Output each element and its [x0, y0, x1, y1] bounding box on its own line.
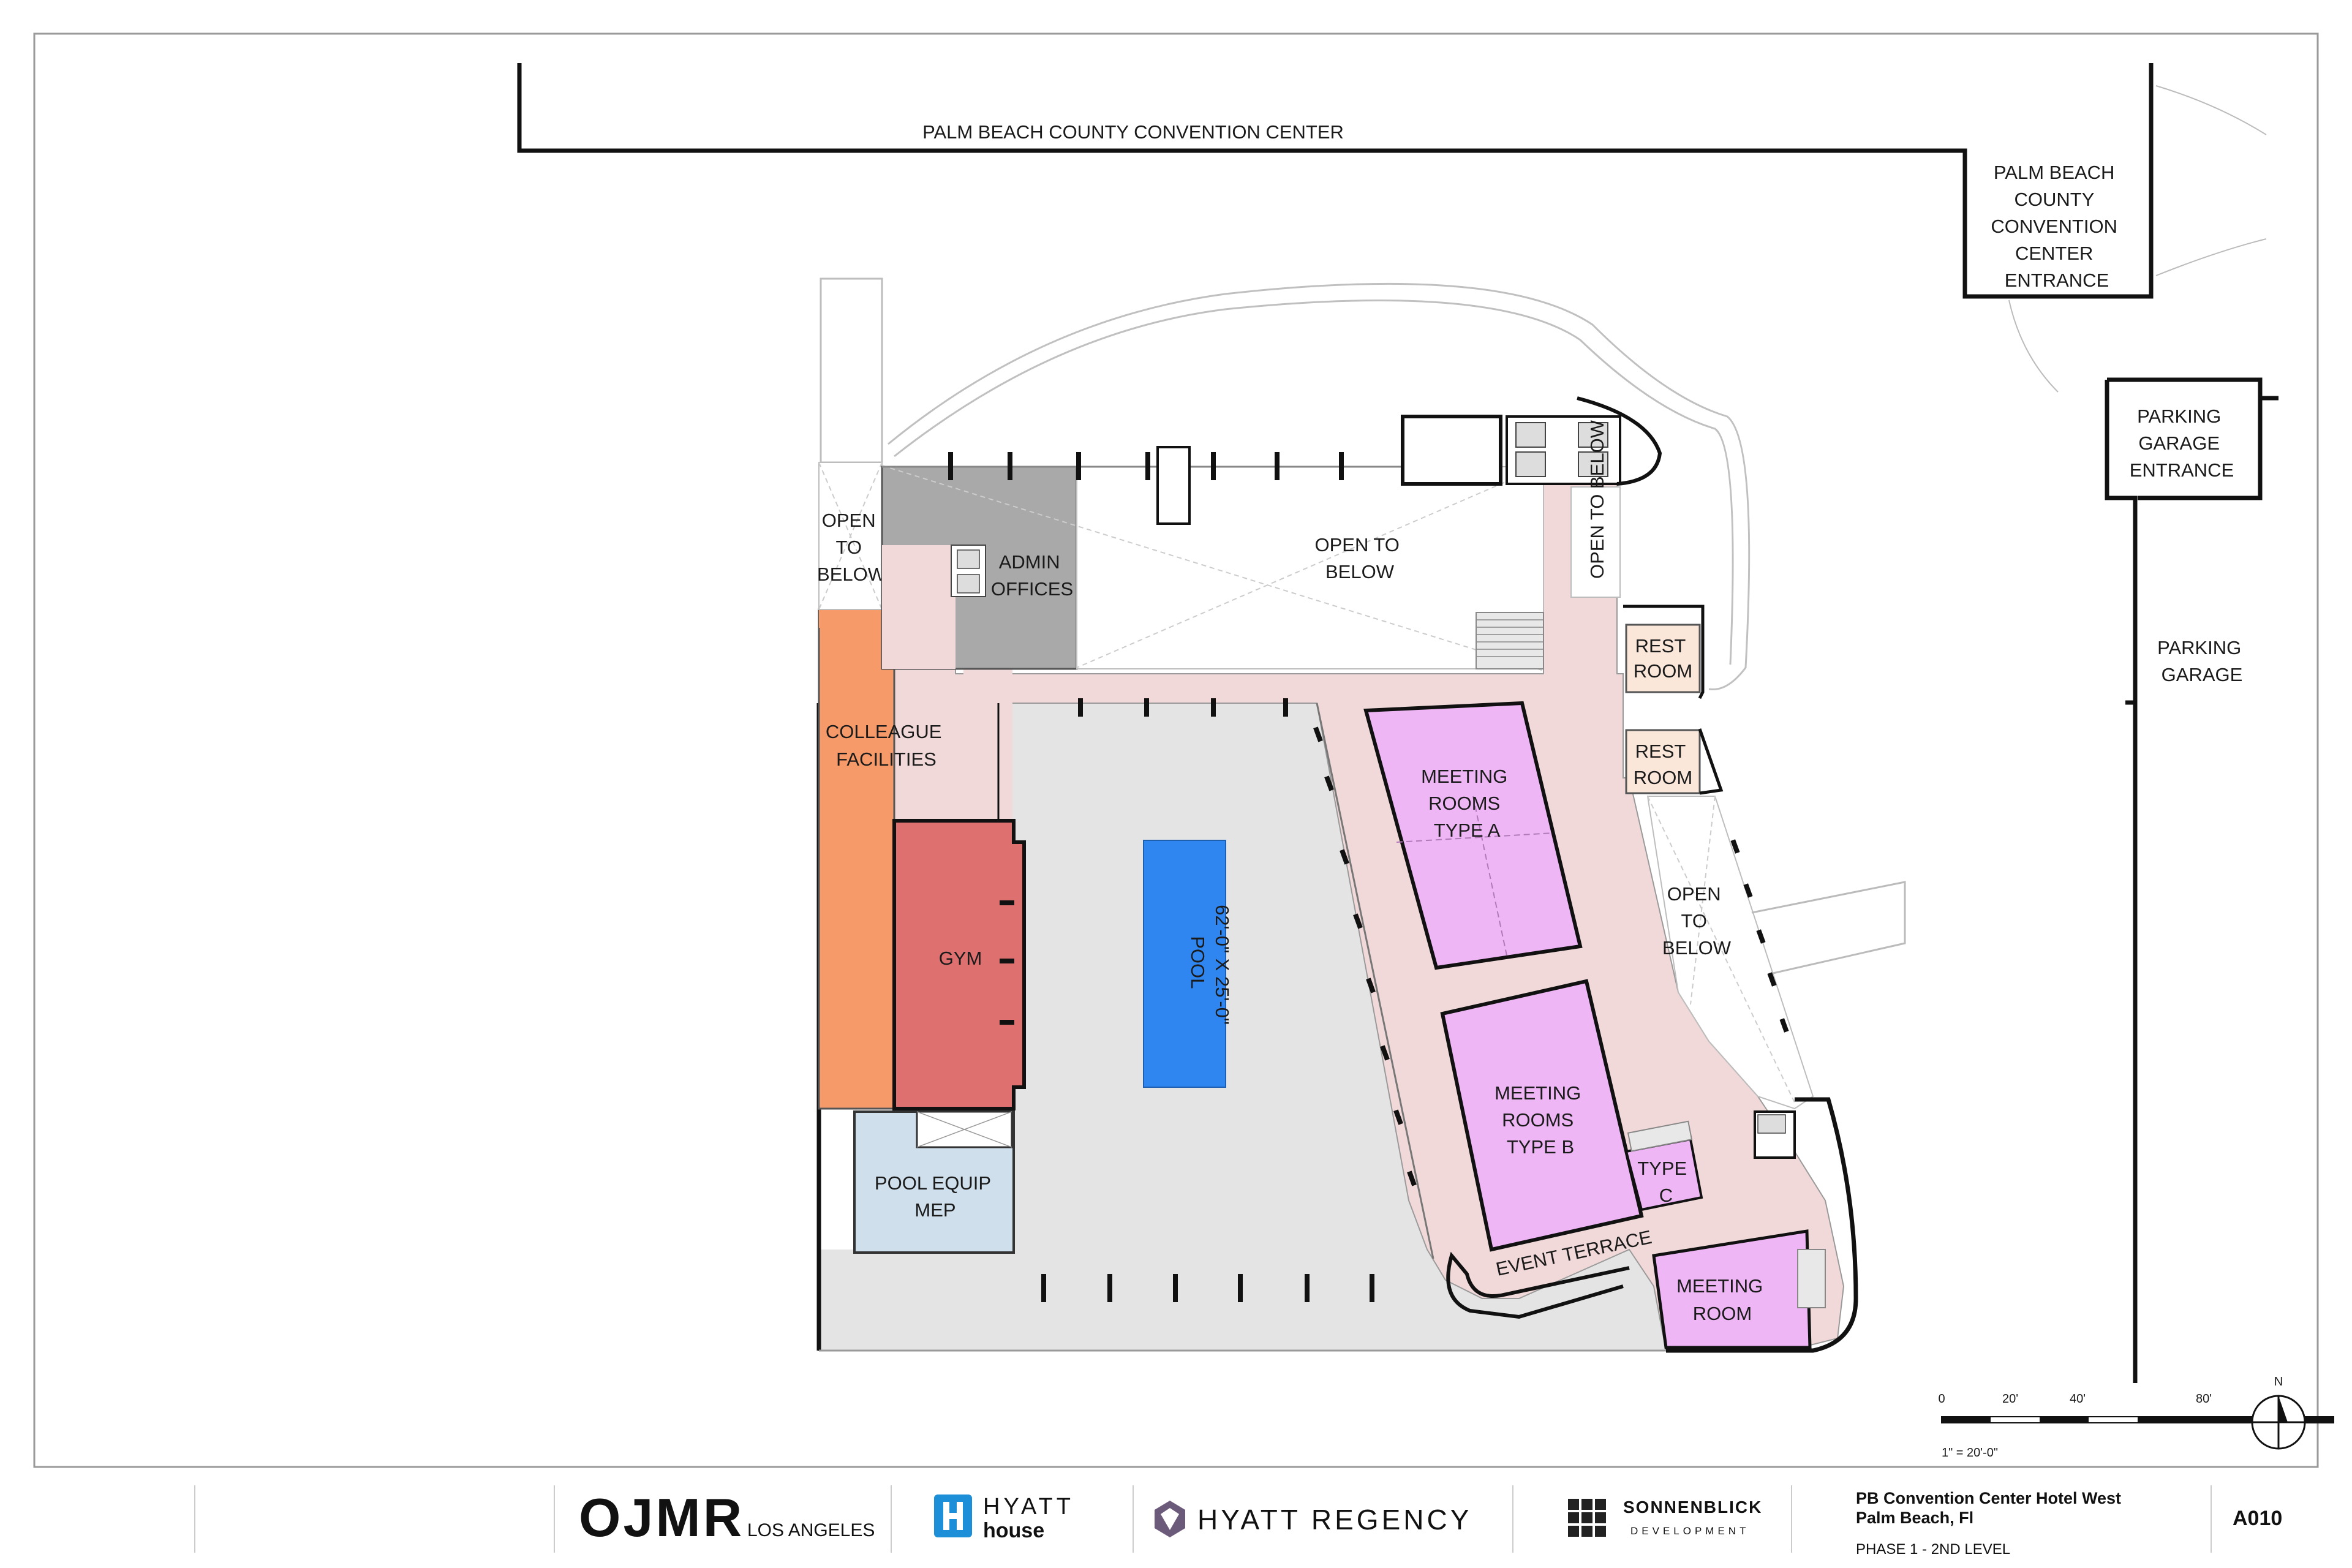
- north-arrow: N: [2251, 1375, 2306, 1450]
- project-line2: Palm Beach, Fl: [1856, 1509, 1973, 1527]
- meeting-rooms-b: [1440, 979, 1644, 1252]
- parking-entrance-label: PARKING GARAGE ENTRANCE: [2130, 405, 2234, 481]
- convention-center-label: PALM BEACH COUNTY CONVENTION CENTER: [922, 121, 1344, 143]
- ne-curve-wall: [1577, 396, 1662, 486]
- parking-garage-label: PARKING GARAGE: [2157, 637, 2247, 685]
- entrance-path-lines: [2008, 85, 2267, 393]
- hyatt-regency-logo: [1155, 1501, 1185, 1537]
- meeting-room-label: MEETING ROOM: [1676, 1275, 1768, 1324]
- type-c-label: TYPE C: [1637, 1158, 1692, 1206]
- scale-tick-0: 0: [1938, 1392, 1945, 1406]
- north-label: N: [2274, 1375, 2283, 1389]
- colleague-label: COLLEAGUE FACILITIES: [826, 721, 947, 770]
- gym-label: GYM: [939, 948, 982, 969]
- parking-garage-wall-3: [2138, 398, 2263, 500]
- scale-note: 1" = 20'-0": [1942, 1446, 1998, 1460]
- hyatt-house-logo: [934, 1494, 972, 1537]
- sonnenblick-logo: [1568, 1499, 1606, 1537]
- east-canopy: [1751, 881, 1906, 975]
- restroom-2: [1625, 729, 1701, 794]
- corridor-strip: [963, 668, 1012, 821]
- hyatt-house-line1: HYATT: [983, 1494, 1074, 1520]
- restroom-1-label: REST ROOM: [1634, 635, 1692, 682]
- se-wall: [1666, 1097, 1858, 1353]
- open-below-east: [1646, 796, 1814, 1110]
- north-canopy: [1156, 446, 1191, 525]
- scale-tick-80: 80': [2196, 1392, 2212, 1406]
- ojmr-city: LOS ANGELES: [747, 1520, 875, 1540]
- meeting-rooms-a-label: MEETING ROOMS TYPE A: [1421, 766, 1513, 841]
- sheet-number: A010: [2233, 1507, 2282, 1530]
- meeting-rooms-b-label: MEETING ROOMS TYPE B: [1494, 1082, 1586, 1158]
- pool-deck-mullions: [1000, 900, 1374, 1302]
- sonnenblick-line1: SONNENBLICK: [1623, 1498, 1762, 1517]
- open-below-east-label: OPEN TO BELOW: [1662, 883, 1732, 959]
- hyatt-house-line2: house: [983, 1519, 1044, 1542]
- restroom-1: [1625, 624, 1701, 693]
- scale-tick-20: 20': [2002, 1392, 2018, 1406]
- east-mullions: [1730, 839, 1789, 1033]
- pool-label: POOL 62'-0" X 25'-0": [1187, 905, 1233, 1025]
- open-below-ne: [1570, 486, 1621, 598]
- admin-label: ADMIN OFFICES: [991, 551, 1073, 600]
- ojmr-logo: OJMR: [579, 1487, 744, 1548]
- colleague-facilities: [818, 608, 895, 1110]
- convention-center-wall: [517, 63, 2154, 299]
- meeting-rooms-a: [1363, 701, 1583, 970]
- phase-label: PHASE 1 - 2ND LEVEL: [1856, 1541, 2010, 1558]
- scale-tick-40: 40': [2070, 1392, 2086, 1406]
- open-below-ne-label: OPEN TO BELOW: [1586, 420, 1608, 579]
- pool-equip-label: POOL EQUIP MEP: [875, 1172, 996, 1221]
- parking-garage-wall: [2105, 380, 2138, 705]
- north-mullions: [948, 452, 1344, 480]
- open-below-courtyard-label: OPEN TO BELOW: [1314, 534, 1404, 582]
- project-line1: PB Convention Center Hotel West: [1856, 1489, 2121, 1507]
- open-below-courtyard: [1076, 466, 1544, 669]
- open-below-nw-label: OPEN TO BELOW: [817, 510, 886, 585]
- title-block: OJMR LOS ANGELES HYATT house HYATT REGEN…: [194, 1485, 2282, 1558]
- nw-exterior-strip: [820, 277, 883, 464]
- event-terrace-wall: [1446, 1251, 1630, 1319]
- pool: [1143, 840, 1226, 1088]
- type-c-stair: [1627, 1120, 1693, 1152]
- convention-entrance-label: PALM BEACH COUNTY CONVENTION CENTER ENTR…: [1991, 162, 2122, 291]
- admin-notch: [882, 545, 956, 669]
- parking-garage-wall-2: [2107, 377, 2263, 398]
- courtyard-stair: [1476, 612, 1544, 669]
- scale-bar: 0 20' 40' 80' 1" = 20'-0": [1938, 1392, 2334, 1460]
- ne-service-block: [1401, 415, 1502, 486]
- driveway-outline: [888, 282, 1751, 691]
- meeting-room: [1652, 1229, 1812, 1349]
- hyatt-regency-text: HYATT REGENCY: [1197, 1504, 1472, 1536]
- gym-room: [892, 819, 1026, 1110]
- restroom-2-label: REST ROOM: [1634, 741, 1692, 788]
- corridor-mullions: [1078, 698, 1417, 1186]
- sheet-border: [33, 32, 2319, 1468]
- sonnenblick-line2: DEVELOPMENT: [1630, 1525, 1749, 1537]
- se-stair: [1797, 1249, 1826, 1308]
